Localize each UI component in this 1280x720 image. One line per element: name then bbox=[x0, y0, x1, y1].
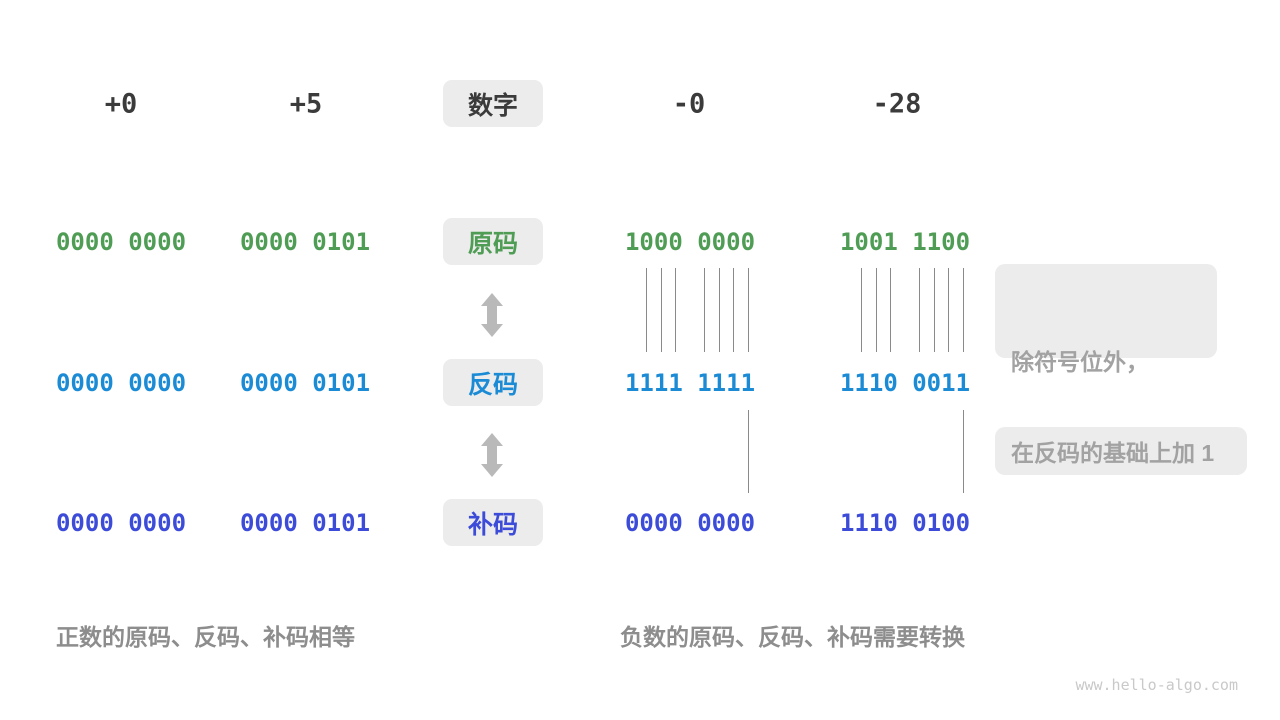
ones-bits-plus-five: 0000 0101 bbox=[239, 369, 371, 397]
add-one-line bbox=[963, 410, 964, 493]
ones-complement-label-box: 反码 bbox=[443, 359, 543, 406]
twos-bits-minus-zero: 0000 0000 bbox=[624, 509, 756, 537]
invert-tick-line bbox=[934, 268, 935, 352]
invert-tick-line bbox=[919, 268, 920, 352]
invert-tick-line bbox=[948, 268, 949, 352]
ones-bits-minus-28: 1110 0011 bbox=[839, 369, 971, 397]
invert-note-line1: 除符号位外， bbox=[1011, 349, 1149, 375]
invert-tick-line bbox=[733, 268, 734, 352]
invert-tick-line bbox=[675, 268, 676, 352]
twos-bits-plus-zero: 0000 0000 bbox=[55, 509, 187, 537]
invert-tick-line bbox=[661, 268, 662, 352]
number-label: 数字 bbox=[467, 91, 518, 120]
orig-bits-minus-28: 1001 1100 bbox=[839, 228, 971, 256]
twos-bits-plus-five: 0000 0101 bbox=[239, 509, 371, 537]
ones-bits-minus-zero: 1111 1111 bbox=[624, 369, 756, 397]
number-label-box: 数字 bbox=[443, 80, 543, 127]
orig-bits-plus-zero: 0000 0000 bbox=[55, 228, 187, 256]
ones-bits-plus-zero: 0000 0000 bbox=[55, 369, 187, 397]
add-one-line bbox=[748, 410, 749, 493]
sign-magnitude-label-box: 原码 bbox=[443, 218, 543, 265]
positive-caption: 正数的原码、反码、补码相等 bbox=[56, 624, 355, 650]
invert-tick-line bbox=[876, 268, 877, 352]
invert-tick-line bbox=[719, 268, 720, 352]
sign-magnitude-label: 原码 bbox=[467, 229, 518, 258]
twos-bits-minus-28: 1110 0100 bbox=[839, 509, 971, 537]
site-watermark: www.hello-algo.com bbox=[1075, 676, 1238, 694]
header-value-minus-zero: -0 bbox=[672, 88, 706, 120]
invert-tick-line bbox=[963, 268, 964, 352]
add-one-note-text: 在反码的基础上加 1 bbox=[1011, 440, 1215, 466]
invert-tick-line bbox=[861, 268, 862, 352]
updown-arrow-icon bbox=[481, 293, 503, 337]
negative-caption: 负数的原码、反码、补码需要转换 bbox=[620, 624, 965, 650]
ones-complement-label: 反码 bbox=[467, 370, 518, 399]
orig-bits-plus-five: 0000 0101 bbox=[239, 228, 371, 256]
invert-tick-line bbox=[748, 268, 749, 352]
orig-bits-minus-zero: 1000 0000 bbox=[624, 228, 756, 256]
header-value-plus-five: +5 bbox=[289, 88, 323, 120]
header-value-plus-zero: +0 bbox=[104, 88, 138, 120]
invert-tick-line bbox=[646, 268, 647, 352]
twos-complement-label: 补码 bbox=[467, 510, 518, 539]
invert-tick-line bbox=[704, 268, 705, 352]
invert-note: 除符号位外， 对其余所有位取反 bbox=[995, 264, 1217, 477]
twos-complement-label-box: 补码 bbox=[443, 499, 543, 546]
invert-tick-line bbox=[890, 268, 891, 352]
add-one-note: 在反码的基础上加 1 bbox=[995, 427, 1247, 475]
header-value-minus-28: -28 bbox=[872, 88, 922, 120]
updown-arrow-icon bbox=[481, 433, 503, 477]
